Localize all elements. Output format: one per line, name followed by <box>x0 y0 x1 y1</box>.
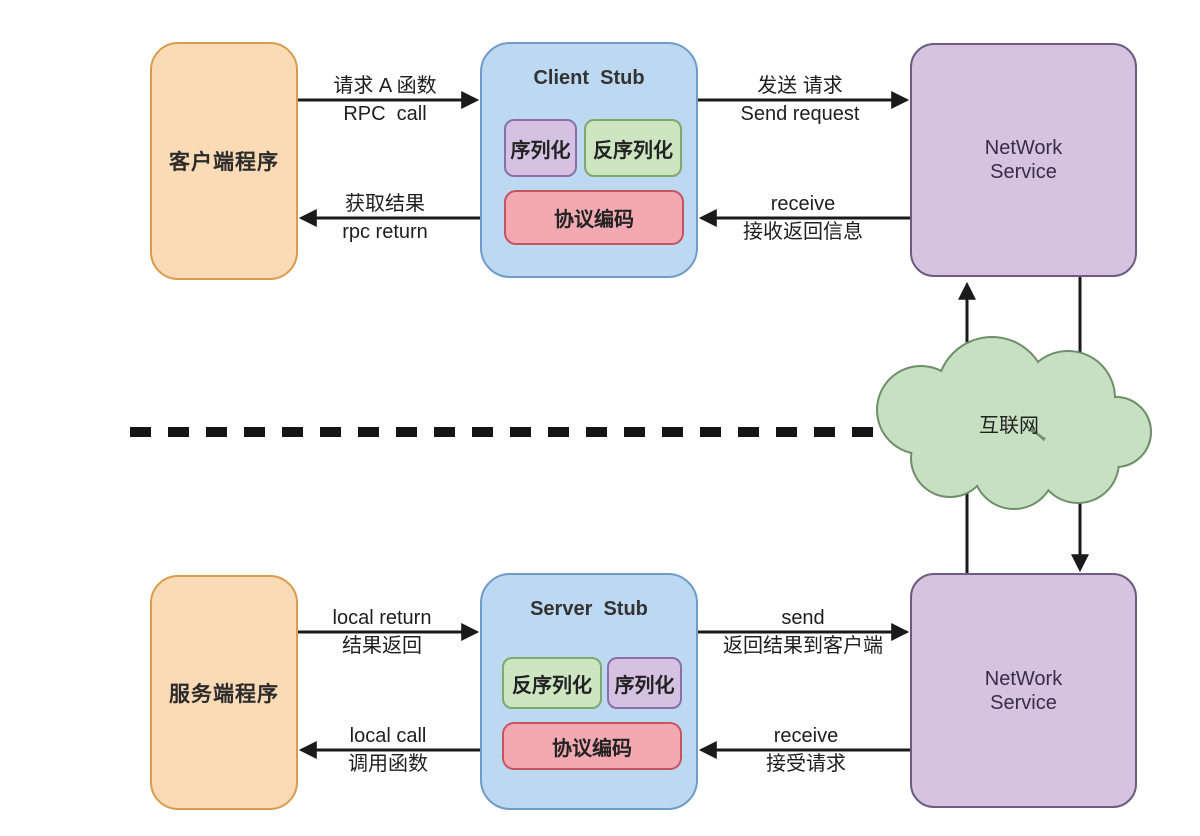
rpc-return-arrow-label: 获取结果 rpc return <box>342 190 428 246</box>
client-stub-title: Client Stub <box>533 67 645 89</box>
client-serialize-box: 序列化 <box>504 119 577 177</box>
send-request-arrow-label: 发送 请求 Send request <box>741 72 860 128</box>
network-service-top-node: NetWork Service <box>910 43 1137 277</box>
local-return-label-en: local return <box>332 607 432 629</box>
network-service-bottom-node: NetWork Service <box>910 573 1137 808</box>
client-program-label: 客户端程序 <box>169 151 279 174</box>
client-protocol-box: 协议编码 <box>504 190 684 245</box>
client-serialize-label: 序列化 <box>510 139 571 162</box>
server-deserialize-label: 反序列化 <box>512 674 592 697</box>
network-top-label-line1: NetWork <box>984 137 1063 159</box>
local-call-label-cn: 调用函数 <box>348 753 428 775</box>
local-return-arrow-label: local return 结果返回 <box>333 604 432 660</box>
receive-request-label-en: receive <box>773 725 839 747</box>
local-call-arrow-label: local call 调用函数 <box>348 722 428 778</box>
server-program-node: 服务端程序 <box>150 575 298 810</box>
send-result-label-en: send <box>781 607 825 629</box>
client-deserialize-box: 反序列化 <box>584 119 682 177</box>
rpc-call-arrow-label: 请求 A 函数 RPC call <box>333 72 436 128</box>
send-request-label-cn: 发送 请求 <box>757 75 843 97</box>
server-stub-title: Server Stub <box>530 598 648 620</box>
receive-response-arrow-label: receive 接收返回信息 <box>743 190 863 246</box>
network-top-label-line2: Service <box>990 161 1057 183</box>
network-bottom-label-line2: Service <box>990 691 1057 714</box>
receive-request-label-cn: 接受请求 <box>766 753 846 775</box>
send-result-arrow-label: send 返回结果到客户端 <box>723 604 883 660</box>
network-bottom-label-line1: NetWork <box>984 667 1063 690</box>
server-program-label: 服务端程序 <box>169 682 279 706</box>
receive-response-label-cn: 接收返回信息 <box>743 221 863 243</box>
local-return-label-cn: 结果返回 <box>342 635 422 657</box>
server-serialize-box: 序列化 <box>607 657 682 709</box>
server-deserialize-box: 反序列化 <box>502 657 602 709</box>
client-stub-node: Client Stub 序列化 反序列化 协议编码 <box>480 42 698 278</box>
server-protocol-label: 协议编码 <box>552 737 632 760</box>
internet-cloud-label: 互联网 <box>979 415 1039 437</box>
rpc-call-label-en: RPC call <box>343 103 427 125</box>
server-stub-node: Server Stub 反序列化 序列化 协议编码 <box>480 573 698 810</box>
receive-response-label-en: receive <box>770 193 836 215</box>
local-call-label-en: local call <box>349 725 427 747</box>
rpc-return-label-cn: 获取结果 <box>345 193 425 215</box>
internet-cloud <box>876 336 1152 510</box>
client-program-node: 客户端程序 <box>150 42 298 280</box>
rpc-call-label-cn: 请求 A 函数 <box>333 75 437 97</box>
send-result-label-cn: 返回结果到客户端 <box>723 635 883 657</box>
rpc-return-label-en: rpc return <box>342 221 428 243</box>
send-request-label-en: Send request <box>740 103 860 125</box>
receive-request-arrow-label: receive 接受请求 <box>766 722 846 778</box>
client-protocol-label: 协议编码 <box>554 209 634 231</box>
server-protocol-box: 协议编码 <box>502 722 682 770</box>
server-serialize-label: 序列化 <box>614 674 675 697</box>
client-deserialize-label: 反序列化 <box>593 139 673 162</box>
